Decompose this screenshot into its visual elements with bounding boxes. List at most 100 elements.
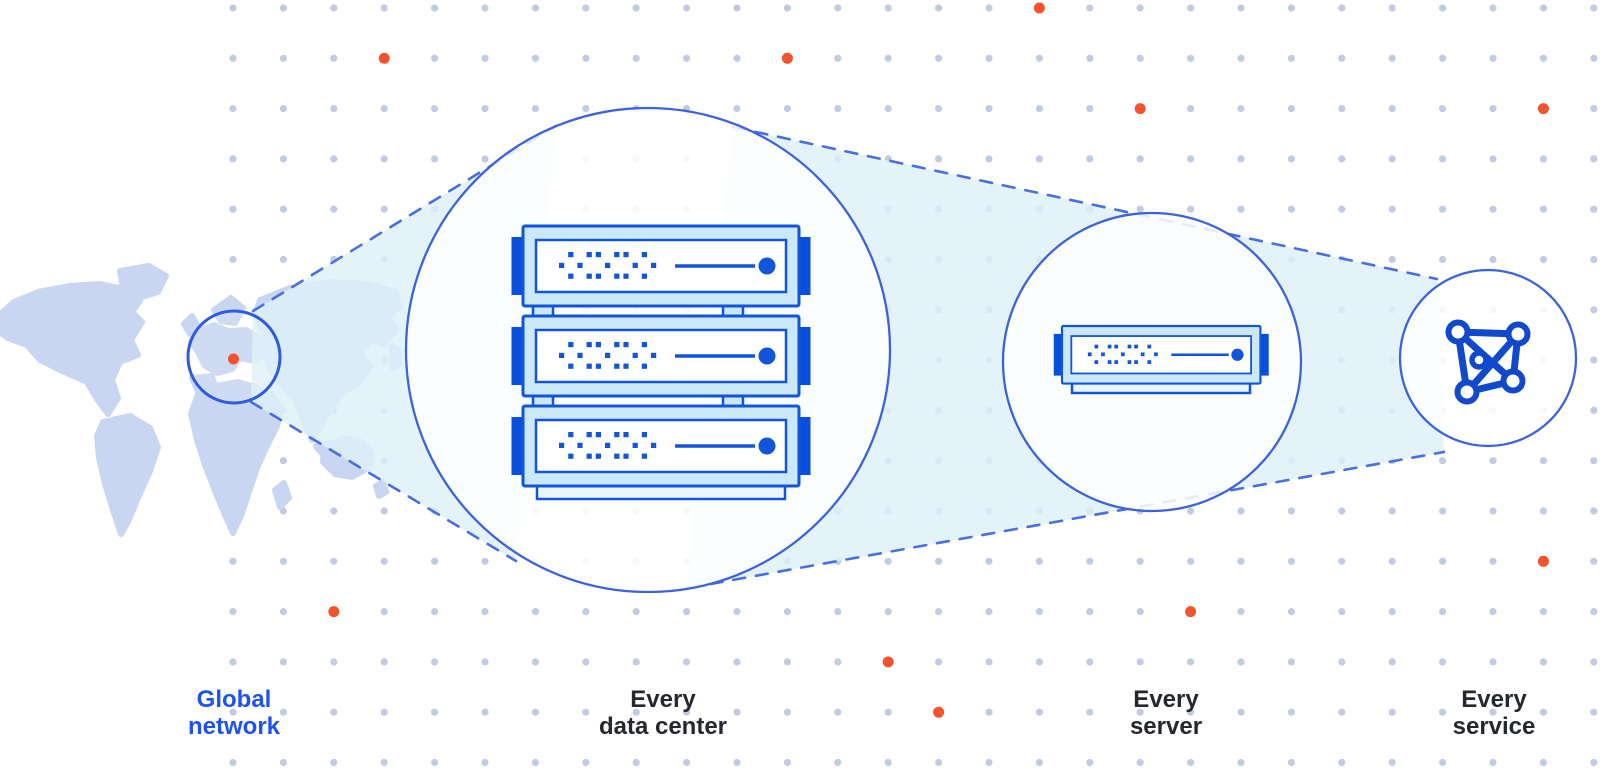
dashed-line-top-left bbox=[251, 124, 558, 313]
grid-dot bbox=[1590, 557, 1598, 565]
grid-dot bbox=[1489, 658, 1497, 666]
grid-dot bbox=[229, 255, 237, 264]
network-node-center bbox=[1469, 350, 1489, 370]
grid-dot bbox=[330, 105, 338, 113]
grid-dot bbox=[1439, 608, 1447, 616]
grid-dot bbox=[1136, 557, 1144, 565]
grid-dot bbox=[632, 758, 640, 767]
grid-dot bbox=[1035, 155, 1043, 163]
grid-dot bbox=[1338, 708, 1346, 716]
grid-dot bbox=[985, 658, 993, 666]
grid-dot bbox=[229, 608, 237, 616]
grid-dot bbox=[1237, 155, 1245, 163]
grid-dot bbox=[1287, 658, 1295, 666]
grid-dot bbox=[884, 758, 892, 767]
grid-dot bbox=[1590, 658, 1598, 666]
network-node bbox=[1445, 319, 1471, 345]
grid-dot bbox=[1539, 205, 1547, 213]
grid-dot bbox=[582, 708, 590, 716]
grid-dot bbox=[1489, 4, 1497, 12]
grid-dot bbox=[1590, 205, 1598, 213]
grid-dot bbox=[1338, 105, 1346, 113]
grid-dot bbox=[733, 608, 741, 616]
grid-dot bbox=[431, 608, 439, 616]
grid-dot bbox=[1539, 255, 1547, 264]
landmass-madagascar bbox=[272, 480, 292, 510]
accent-orange-dot bbox=[781, 52, 793, 64]
grid-dot bbox=[632, 54, 640, 62]
grid-dot bbox=[632, 608, 640, 616]
grid-dot bbox=[683, 708, 691, 716]
grid-dot bbox=[1136, 708, 1144, 716]
grid-dot bbox=[229, 758, 237, 767]
grid-dot bbox=[1539, 758, 1547, 767]
grid-dot bbox=[1237, 658, 1245, 666]
grid-dot bbox=[1388, 54, 1396, 62]
grid-dot bbox=[1136, 758, 1144, 767]
grid-dot bbox=[935, 4, 943, 12]
network-graph-icon bbox=[1445, 319, 1531, 405]
grid-dot bbox=[330, 557, 338, 565]
grid-dot bbox=[1388, 255, 1396, 264]
grid-dot bbox=[1489, 255, 1497, 264]
grid-dot bbox=[1539, 54, 1547, 62]
grid-dot bbox=[1489, 708, 1497, 716]
grid-dot bbox=[1187, 708, 1195, 716]
grid-dot bbox=[1187, 105, 1195, 113]
grid-dot bbox=[1388, 205, 1396, 213]
grid-dot bbox=[582, 608, 590, 616]
grid-dot bbox=[431, 708, 439, 716]
grid-dot bbox=[733, 658, 741, 666]
grid-dot bbox=[1388, 708, 1396, 716]
accent-orange-dot bbox=[1537, 555, 1549, 567]
grid-dot bbox=[1489, 457, 1497, 465]
grid-dot bbox=[1287, 155, 1295, 163]
grid-dot bbox=[582, 4, 590, 12]
grid-dot bbox=[834, 658, 842, 666]
grid-dot bbox=[330, 205, 338, 213]
grid-dot bbox=[1338, 155, 1346, 163]
grid-dot bbox=[1489, 54, 1497, 62]
grid-dot bbox=[783, 758, 792, 767]
grid-dot bbox=[1439, 758, 1447, 767]
grid-dot bbox=[380, 658, 388, 666]
grid-dot bbox=[229, 54, 237, 62]
grid-dot bbox=[1086, 708, 1094, 716]
grid-dot bbox=[1489, 205, 1497, 213]
accent-orange-dot bbox=[1537, 103, 1549, 115]
grid-dot bbox=[380, 758, 388, 767]
grid-dot bbox=[229, 205, 237, 213]
grid-dot bbox=[229, 155, 237, 163]
single-server bbox=[1052, 324, 1270, 395]
grid-dot bbox=[1187, 155, 1195, 163]
grid-dot bbox=[229, 708, 237, 716]
accent-orange-dot bbox=[1134, 103, 1146, 115]
grid-dot bbox=[1539, 155, 1547, 163]
grid-dot bbox=[985, 608, 993, 616]
grid-dot bbox=[531, 4, 540, 12]
grid-dot bbox=[531, 708, 540, 716]
grid-dot bbox=[1539, 658, 1547, 666]
grid-dot bbox=[1439, 105, 1447, 113]
grid-dot bbox=[834, 758, 842, 767]
grid-dot bbox=[1086, 557, 1094, 565]
grid-dot bbox=[1439, 658, 1447, 666]
grid-dot bbox=[229, 105, 237, 113]
grid-dot bbox=[683, 658, 691, 666]
grid-dot bbox=[1086, 658, 1094, 666]
grid-dot bbox=[531, 658, 540, 666]
grid-dot bbox=[1388, 507, 1396, 515]
grid-dot bbox=[1439, 708, 1447, 716]
grid-dot bbox=[1539, 708, 1547, 716]
grid-dot bbox=[1590, 356, 1598, 364]
network-node bbox=[1454, 379, 1480, 405]
grid-dot bbox=[935, 658, 943, 666]
landmass-south-america bbox=[94, 413, 161, 537]
rack-server-icon bbox=[509, 314, 813, 398]
accent-orange-dot bbox=[378, 52, 390, 64]
grid-dot bbox=[1338, 557, 1346, 565]
grid-dot bbox=[1439, 557, 1447, 565]
grid-dot bbox=[330, 155, 338, 163]
grid-dot bbox=[531, 608, 540, 616]
